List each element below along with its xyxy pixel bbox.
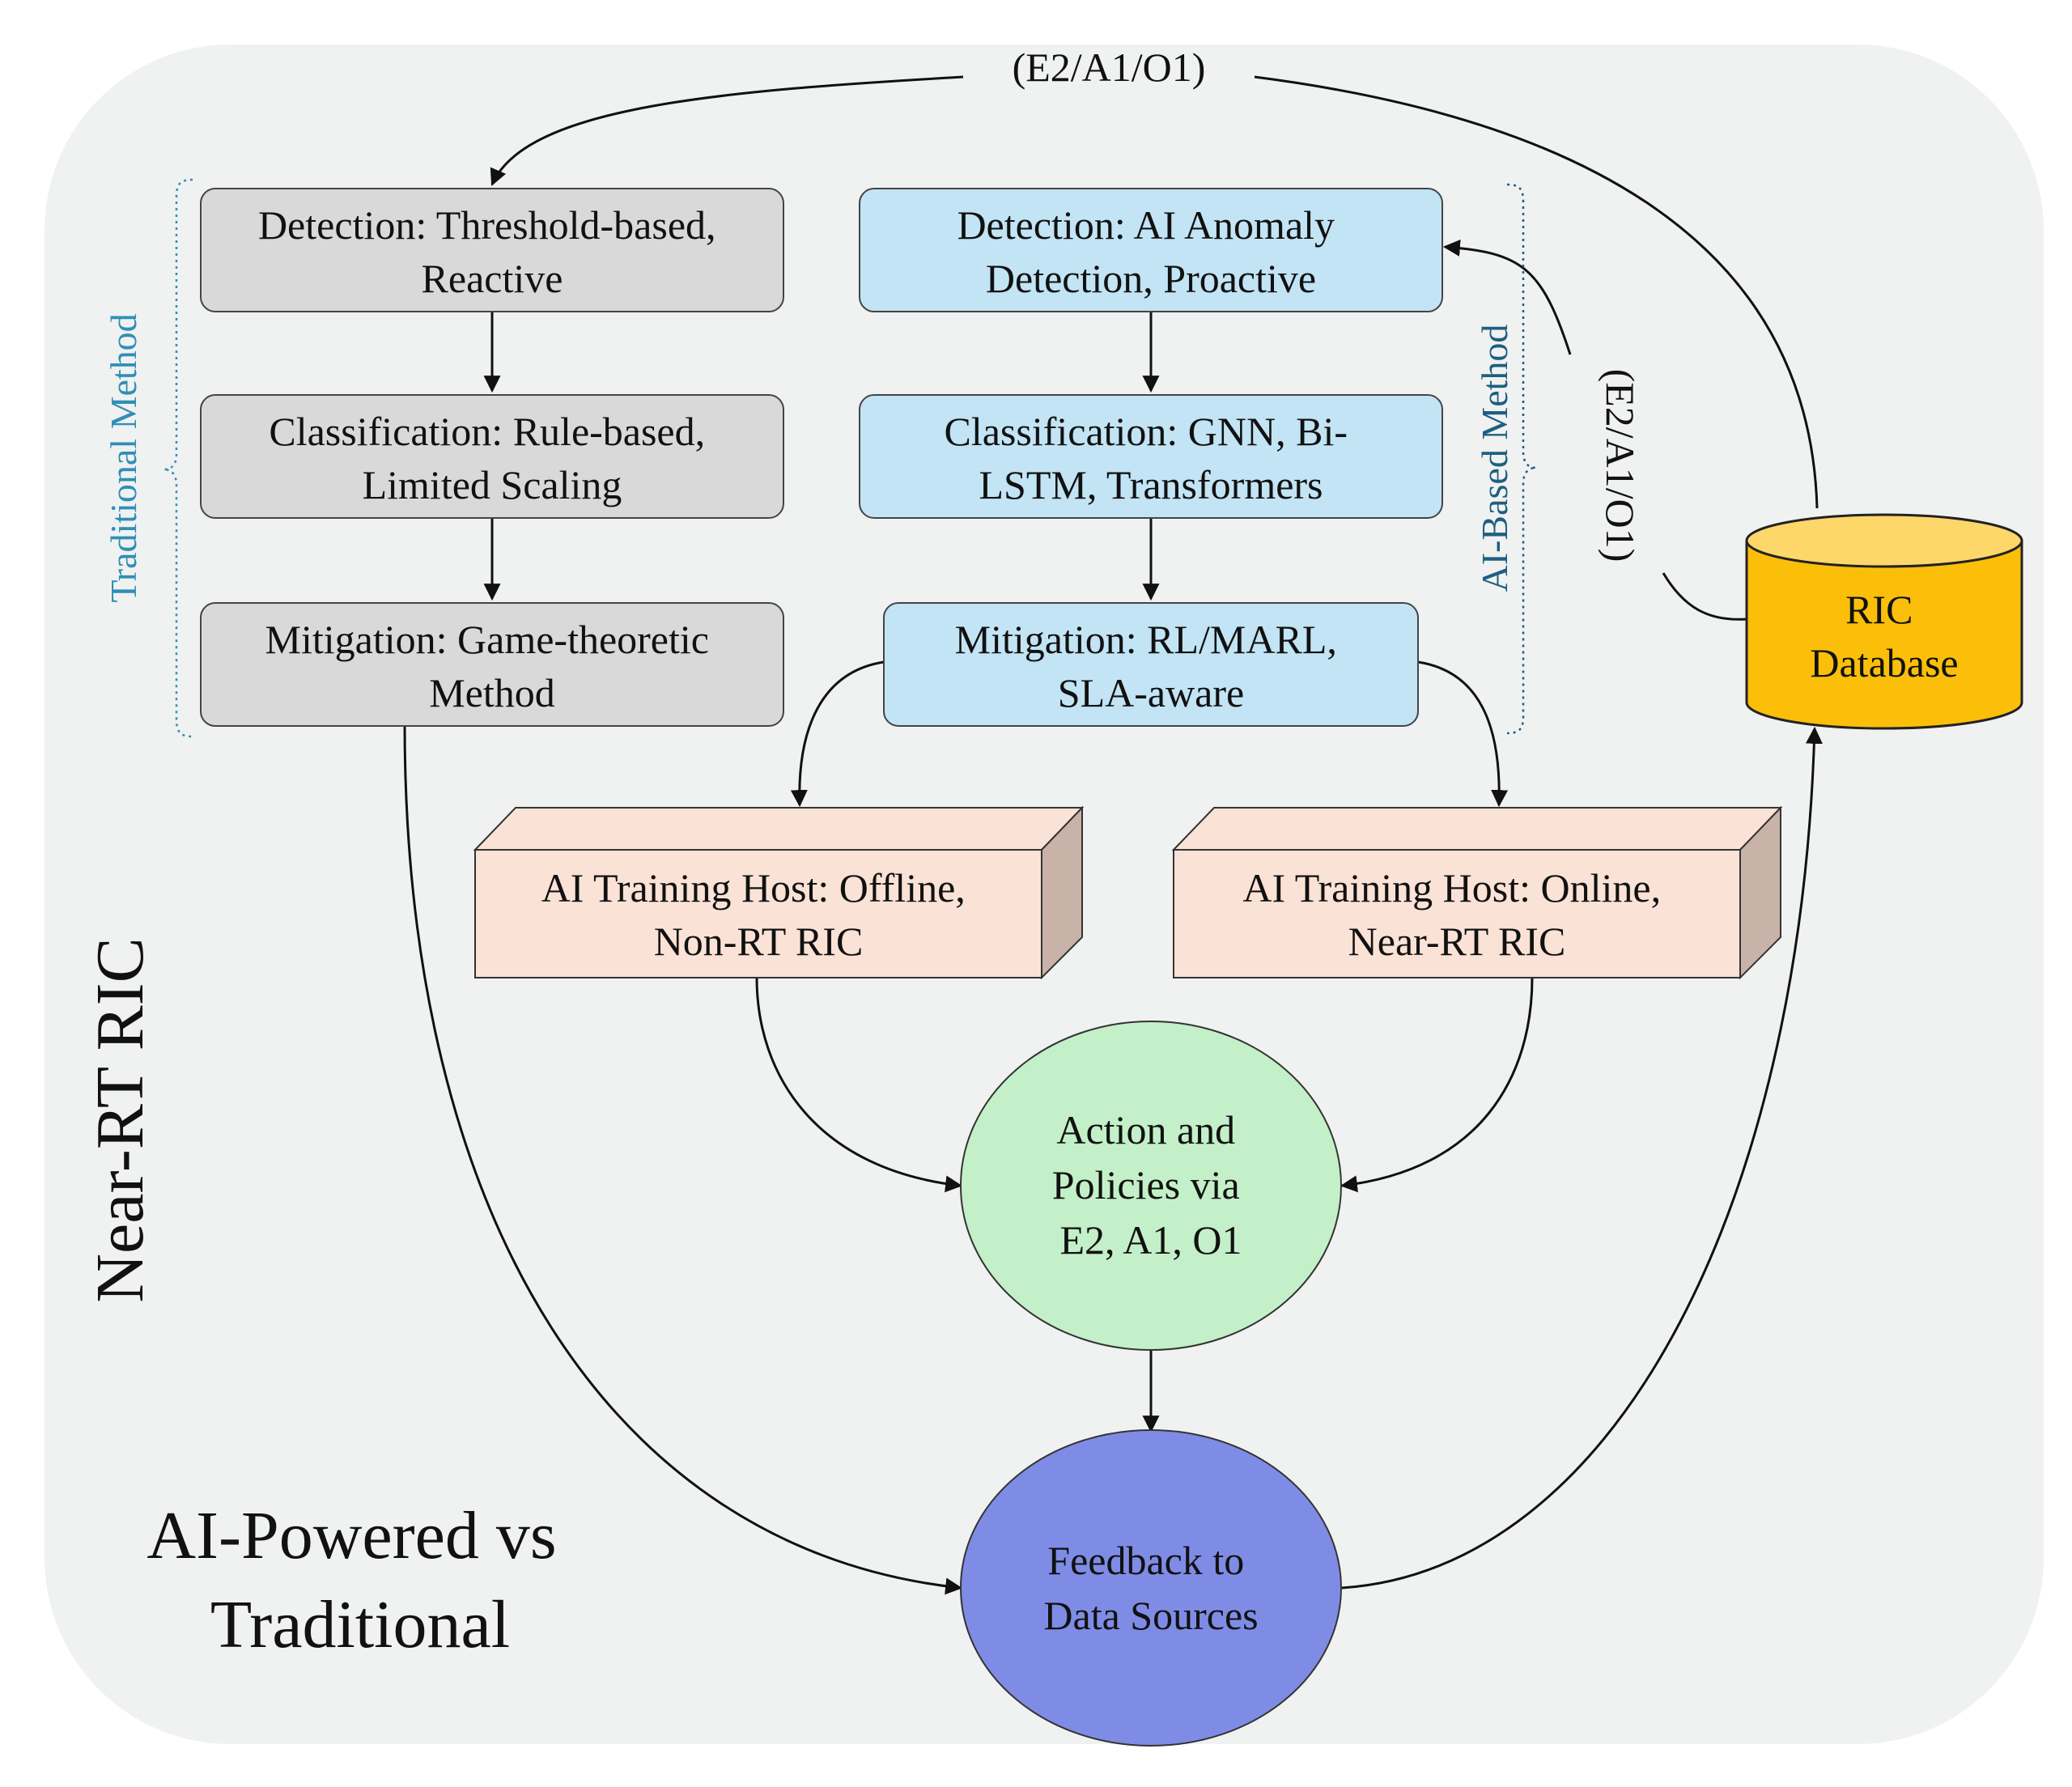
ai-detection-box [859, 188, 1443, 312]
edge-interface-to-traditional-detection [490, 75, 964, 186]
ai-classification-line-1: Classification: GNN, Bi- [944, 409, 1348, 454]
trad-detection-box [200, 188, 784, 312]
training-offline-line-2: Non-RT RIC [654, 919, 864, 964]
action-line-1: Action and [1056, 1107, 1235, 1152]
edge-ai-mitigation-to-online [1417, 660, 1509, 808]
ai-detection-line-1: Detection: AI Anomaly [957, 202, 1335, 248]
edge-offline-to-action [755, 977, 963, 1193]
traditional-method-label: Traditional Method [103, 313, 144, 602]
trad-classification-text: Classification: Rule-based, Limited Scal… [269, 409, 715, 507]
edge-side-interface-to-database [1662, 572, 1747, 621]
training-online-cuboid [1171, 805, 1783, 980]
interface-label-side: (E2/A1/O1) [1598, 369, 1643, 562]
database-text: RIC Database [1810, 587, 1958, 686]
caption-line-2: Traditional [210, 1587, 510, 1662]
training-online-line-2: Near-RT RIC [1348, 919, 1566, 964]
feedback-text: Feedback to Data Sources [1043, 1538, 1258, 1638]
edge-ai-mitigation-to-offline [790, 660, 885, 808]
caption-line-1: AI-Powered vs [146, 1498, 556, 1573]
database-line-1: RIC [1845, 587, 1913, 632]
training-offline-text: AI Training Host: Offline, Non-RT RIC [541, 865, 976, 964]
training-offline-line-1: AI Training Host: Offline, [541, 865, 966, 910]
edge-database-to-ai-detection [1442, 239, 1572, 355]
trad-mitigation-text: Mitigation: Game-theoretic Method [265, 617, 720, 715]
feedback-line-2: Data Sources [1043, 1593, 1258, 1638]
action-ellipse [960, 1021, 1342, 1351]
edge-trad-mitigation-to-feedback [403, 724, 963, 1595]
ai-mitigation-text: Mitigation: RL/MARL, SLA-aware [955, 617, 1348, 715]
trad-detection-line-1: Detection: Threshold-based, [258, 202, 716, 248]
trad-classification-line-2: Limited Scaling [363, 462, 622, 507]
feedback-line-1: Feedback to [1047, 1538, 1244, 1583]
ai-classification-text: Classification: GNN, Bi- LSTM, Transform… [944, 409, 1357, 507]
ai-detection-line-2: Detection, Proactive [986, 256, 1316, 301]
trad-classification-line-1: Classification: Rule-based, [269, 409, 705, 454]
traditional-bracket [163, 178, 193, 738]
trad-mitigation-box [200, 602, 784, 727]
database-cylinder [1745, 513, 2023, 730]
action-line-2: Policies via [1052, 1162, 1240, 1208]
trad-mitigation-line-1: Mitigation: Game-theoretic [265, 617, 709, 662]
ai-classification-line-2: LSTM, Transformers [979, 462, 1323, 507]
action-line-3: E2, A1, O1 [1060, 1217, 1242, 1263]
ai-detection-text: Detection: AI Anomaly Detection, Proacti… [957, 202, 1344, 301]
training-offline-cuboid [473, 805, 1085, 980]
ai-bracket [1506, 183, 1537, 735]
ai-classification-box [859, 394, 1443, 519]
caption-text: AI-Powered vs Traditional [146, 1498, 573, 1662]
ai-based-method-label: AI-Based Method [1474, 325, 1515, 592]
database-line-2: Database [1810, 640, 1958, 686]
interface-label-top: (E2/A1/O1) [1013, 45, 1206, 90]
trad-mitigation-line-2: Method [429, 670, 555, 715]
trad-detection-text: Detection: Threshold-based, Reactive [258, 202, 726, 301]
edge-feedback-to-database [1341, 726, 1823, 1590]
trad-classification-box [200, 394, 784, 519]
training-online-text: AI Training Host: Online, Near-RT RIC [1242, 865, 1671, 964]
ai-mitigation-line-2: SLA-aware [1058, 670, 1244, 715]
feedback-ellipse [960, 1429, 1342, 1747]
ai-mitigation-box [883, 602, 1419, 727]
action-text: Action and Policies via E2, A1, O1 [1052, 1107, 1250, 1263]
trad-detection-line-2: Reactive [422, 256, 563, 301]
container-label: Near-RT RIC [83, 937, 158, 1302]
training-online-line-1: AI Training Host: Online, [1242, 865, 1661, 910]
ai-mitigation-line-1: Mitigation: RL/MARL, [955, 617, 1337, 662]
edge-online-to-action [1340, 977, 1534, 1193]
connectors [403, 75, 1823, 1595]
edge-interface-to-database [1254, 75, 1819, 509]
